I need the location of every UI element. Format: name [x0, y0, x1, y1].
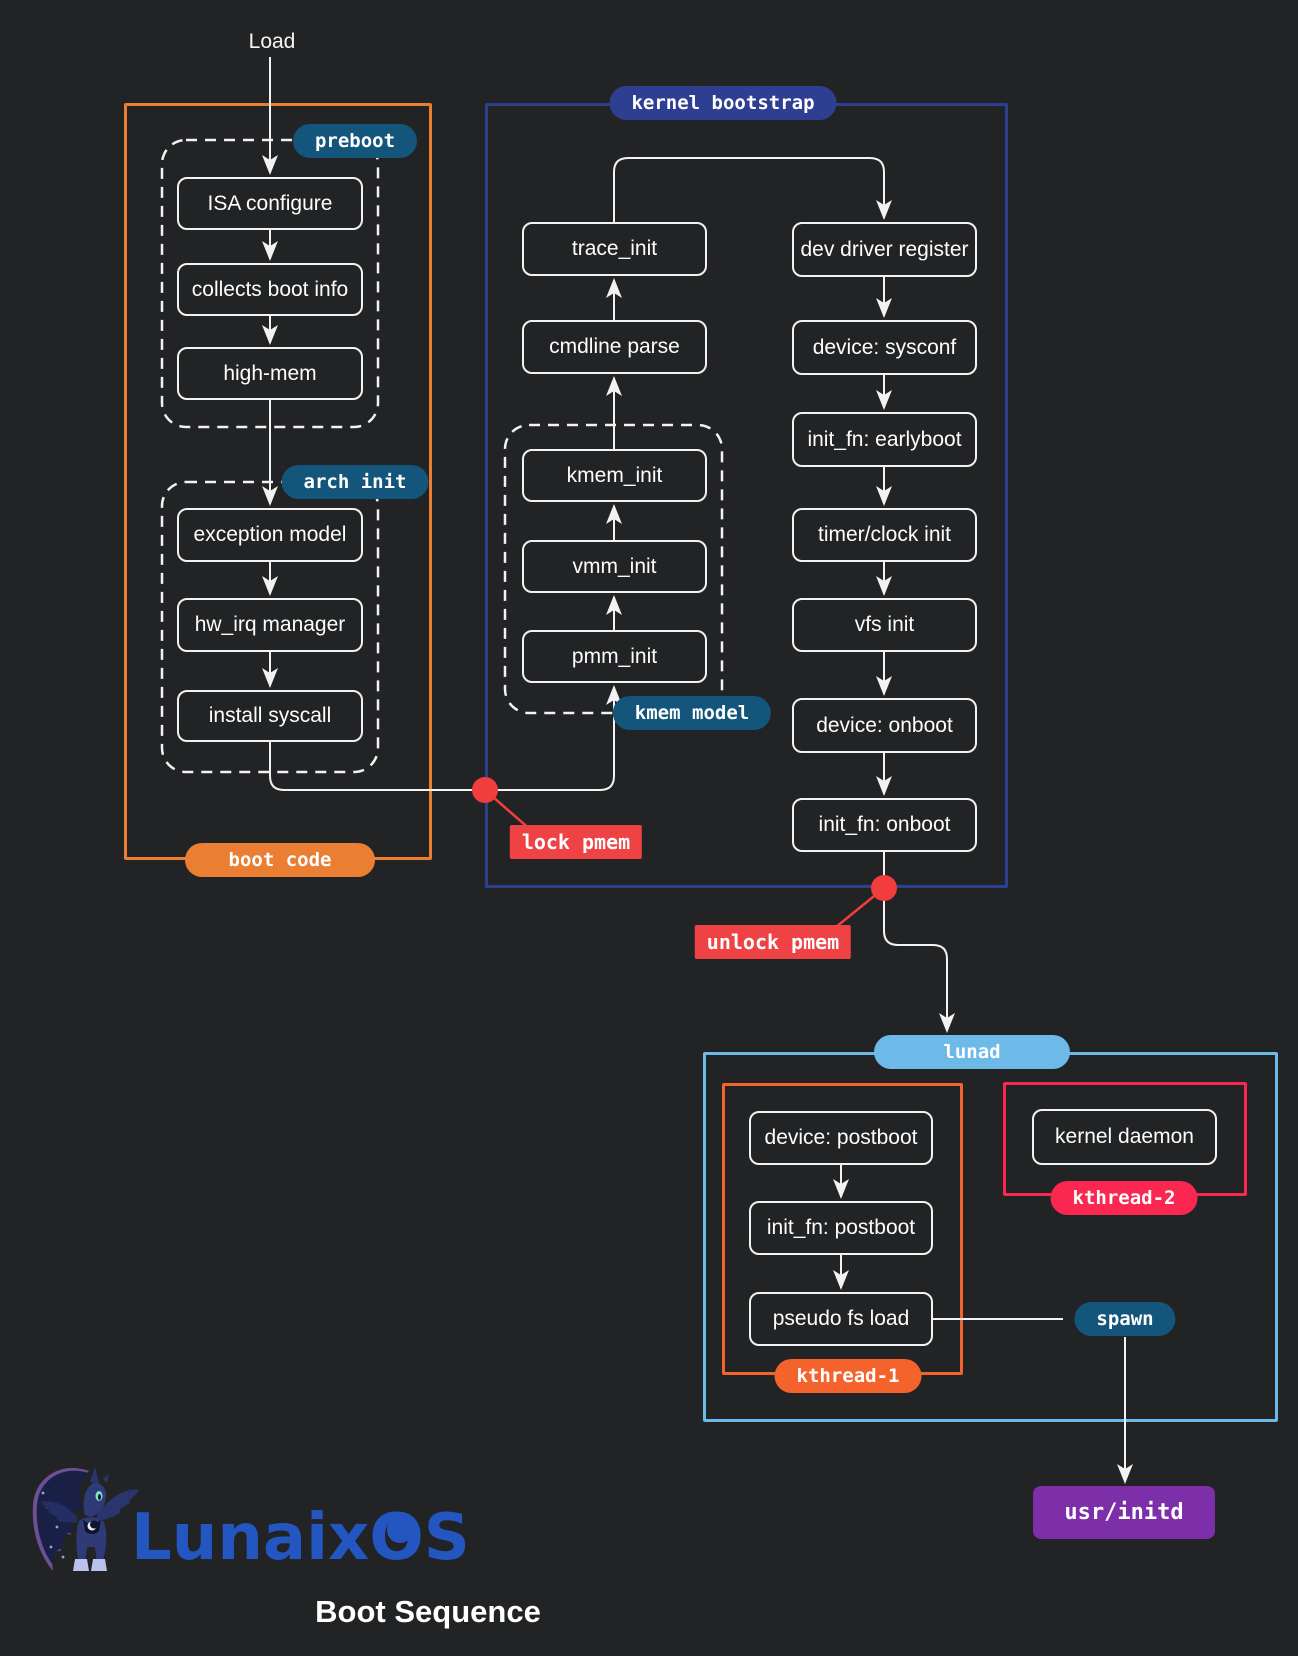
node-pmm-init: pmm_init	[522, 630, 707, 683]
node-hw-irq-manager: hw_irq manager	[177, 598, 363, 652]
white-connectors	[262, 57, 1133, 1484]
edge-initfnonboot-lunad	[883, 852, 955, 1033]
node-exception-model: exception model	[177, 508, 363, 562]
arch-init-pill: arch init	[281, 465, 429, 499]
node-init-fn-earlyboot: init_fn: earlyboot	[792, 412, 977, 467]
lock-pmem-dot	[472, 777, 498, 803]
edge-install-pmm	[269, 685, 622, 791]
unlock-pmem-dot	[871, 875, 897, 901]
node-high-mem: high-mem	[177, 347, 363, 400]
node-install-syscall: install syscall	[177, 690, 363, 742]
diagram-caption: Boot Sequence	[315, 1594, 541, 1629]
node-kernel-daemon: kernel daemon	[1032, 1109, 1217, 1165]
lunad-pill: lunad	[874, 1035, 1070, 1069]
boot-code-pill: boot code	[185, 843, 375, 877]
spawn-pill: spawn	[1074, 1302, 1176, 1336]
kthread2-pill: kthread-2	[1050, 1181, 1198, 1215]
kernel-bootstrap-pill: kernel bootstrap	[609, 86, 837, 120]
node-usr-initd: usr/initd	[1033, 1486, 1215, 1539]
lunaixos-logo-text: LunaixOS	[131, 1506, 470, 1570]
node-pseudo-fs-load: pseudo fs load	[749, 1292, 933, 1346]
preboot-pill: preboot	[292, 124, 418, 158]
logo-part1: Lunaix	[131, 1501, 370, 1575]
node-device-onboot: device: onboot	[792, 698, 977, 753]
node-isa-configure: ISA configure	[177, 177, 363, 230]
node-device-sysconf: device: sysconf	[792, 320, 977, 375]
luna-pony-mascot	[32, 1467, 139, 1571]
node-timer-clock-init: timer/clock init	[792, 508, 977, 562]
logo-moon-o: O	[369, 1501, 424, 1575]
node-dev-driver-register: dev driver register	[792, 222, 977, 277]
logo-part2: S	[423, 1501, 470, 1575]
unlock-pmem-connector	[835, 875, 897, 928]
node-kmem-init: kmem_init	[522, 449, 707, 502]
edge-trace-devregister	[613, 157, 892, 222]
lock-pmem-connector	[472, 777, 533, 832]
kthread1-pill: kthread-1	[774, 1359, 922, 1393]
node-collects-boot-info: collects boot info	[177, 263, 363, 316]
load-label: Load	[248, 30, 296, 53]
node-vfs-init: vfs init	[792, 598, 977, 652]
node-init-fn-postboot: init_fn: postboot	[749, 1201, 933, 1255]
unlock-pmem-label: unlock pmem	[694, 925, 852, 959]
kmem-model-pill: kmem model	[612, 696, 772, 730]
node-vmm-init: vmm_init	[522, 540, 707, 593]
node-device-postboot: device: postboot	[749, 1111, 933, 1165]
node-trace-init: trace_init	[522, 222, 707, 276]
node-cmdline-parse: cmdline parse	[522, 320, 707, 374]
node-init-fn-onboot: init_fn: onboot	[792, 798, 977, 852]
lock-pmem-label: lock pmem	[509, 825, 643, 859]
